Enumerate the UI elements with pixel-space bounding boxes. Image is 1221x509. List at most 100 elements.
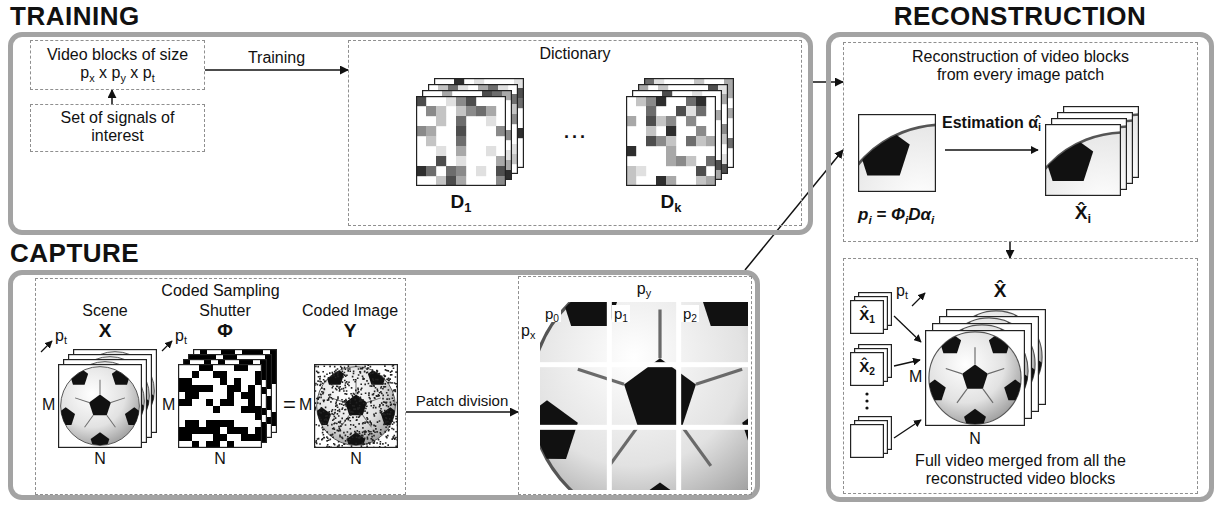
- dictionary-atom-pixel: [666, 116, 676, 126]
- dictionary-atom-pixel: [436, 176, 446, 186]
- frame-border: [926, 331, 1025, 426]
- dictionary-atom-pixel: [696, 136, 706, 146]
- dictionary-atom-pixel: [426, 126, 436, 136]
- subscript: i: [931, 214, 934, 226]
- dictionary-atom-pixel: [456, 106, 466, 116]
- symbol-label: X̂i: [1075, 202, 1091, 224]
- dictionary-atom-pixel: [416, 166, 426, 176]
- dictionary-atom-pixel: [656, 96, 666, 106]
- dictionary-atom-pixel: [666, 146, 676, 156]
- dashed-box: X̂ptMNFull video merged from all the rec…: [843, 258, 1198, 494]
- frame-border: [627, 97, 716, 186]
- frame-ground: [850, 424, 884, 458]
- symbol-label: Y: [344, 320, 357, 342]
- arrow: [894, 360, 920, 366]
- dictionary-atom-pixel: [426, 136, 436, 146]
- edge-label: Patch division: [415, 392, 510, 409]
- ellipsis-dot: [865, 392, 868, 395]
- patch-gap: [540, 425, 748, 430]
- shutter-code: [178, 364, 262, 448]
- axis-label: M: [162, 396, 175, 414]
- axis-label: pt: [896, 282, 908, 300]
- frame-ground: [416, 96, 506, 186]
- arrow: [894, 420, 921, 438]
- dictionary-atom-pixel: [696, 126, 706, 136]
- subscript: 1: [869, 314, 875, 325]
- subscript: 1: [464, 200, 471, 215]
- box-heading: Dictionary: [539, 45, 610, 63]
- frame-border: [851, 301, 884, 334]
- frame-ground: [850, 300, 884, 334]
- operator: =: [283, 392, 296, 417]
- edge-label: Training: [247, 49, 306, 67]
- dictionary-atom-pixel: [646, 116, 656, 126]
- dictionary-atom-pixel: [476, 106, 486, 116]
- dictionary-atom-pixel: [496, 156, 506, 166]
- subscript: i: [868, 214, 871, 226]
- dictionary-atom-pixel: [436, 116, 446, 126]
- dictionary-atom-pixel: [686, 136, 696, 146]
- dictionary-atom-pixel: [436, 146, 446, 156]
- dictionary-atom-pixel: [656, 176, 666, 186]
- connector-group: [112, 70, 1010, 412]
- video-frame: [416, 96, 506, 186]
- illustration-group: [41, 78, 1221, 509]
- dictionary-atom-pixel: [656, 116, 666, 126]
- dictionary-atom-pixel: [666, 156, 676, 166]
- symbol-label: X̂: [994, 280, 1007, 302]
- subscript: 1: [622, 313, 628, 324]
- dashed-box: Video blocks of size px x py x pt: [30, 40, 205, 90]
- ellipsis: ...: [564, 122, 588, 143]
- box-label: Video blocks of size px x py x pt: [39, 46, 197, 83]
- frame-border: [1046, 125, 1121, 196]
- box-heading: Coded Sampling: [161, 282, 279, 300]
- dimension-label: py: [637, 280, 651, 298]
- dictionary-atom-pixel: [486, 116, 496, 126]
- dictionary-atom-pixel: [466, 96, 476, 106]
- dictionary-atom-pixel: [456, 166, 466, 176]
- step-label: Estimation α̂i: [942, 114, 1041, 132]
- dictionary-atom-pixel: [626, 166, 636, 176]
- soccer-ball: [513, 261, 808, 509]
- subscript: t: [64, 334, 67, 346]
- dictionary-atom-pixel: [686, 96, 696, 106]
- dictionary-atom-pixel: [486, 146, 496, 156]
- subscript: t: [152, 72, 155, 84]
- arrow: [912, 293, 925, 306]
- dictionary-atom-pixel: [626, 176, 636, 186]
- soccer-ball: [923, 330, 1028, 430]
- axis-label: N: [969, 430, 981, 448]
- dictionary-atom-pixel: [686, 116, 696, 126]
- dictionary-atom-pixel: [666, 126, 676, 136]
- dictionary-atom-pixel: [656, 136, 666, 146]
- dictionary-atom-pixel: [686, 106, 696, 116]
- arrow: [162, 341, 172, 351]
- video-frame: [626, 96, 716, 186]
- box-heading: Reconstruction of video blocks from ever…: [898, 48, 1143, 85]
- video-frame: [923, 330, 1028, 430]
- dictionary-atom-pixel: [706, 136, 716, 146]
- frame-border: [851, 353, 884, 386]
- dashed-box: DictionaryD1...Dk: [348, 40, 802, 226]
- dictionary-atom-pixel: [626, 116, 636, 126]
- frame-border: [315, 365, 398, 448]
- frame-border: [179, 365, 262, 448]
- connector: [1009, 242, 1011, 258]
- dashed-box: Set of signals of interest: [30, 104, 205, 152]
- axis-label: N: [94, 450, 106, 468]
- patch-gap: [607, 302, 612, 490]
- axis-label: N: [350, 450, 362, 468]
- stage-panel: Video blocks of size px x py x pt Set of …: [8, 32, 813, 235]
- dictionary-atom-pixel: [426, 106, 436, 116]
- connector: [111, 90, 113, 104]
- dictionary-atom-pixel: [476, 166, 486, 176]
- dictionary-atom-pixel: [456, 136, 466, 146]
- subscript: x: [530, 329, 535, 341]
- dictionary-atom-pixel: [626, 146, 636, 156]
- axis-label: M: [909, 368, 922, 386]
- axis-label: N: [214, 450, 226, 468]
- subscript: t: [184, 334, 187, 346]
- dictionary-atom-pixel: [486, 106, 496, 116]
- dictionary-atom-pixel: [446, 176, 456, 186]
